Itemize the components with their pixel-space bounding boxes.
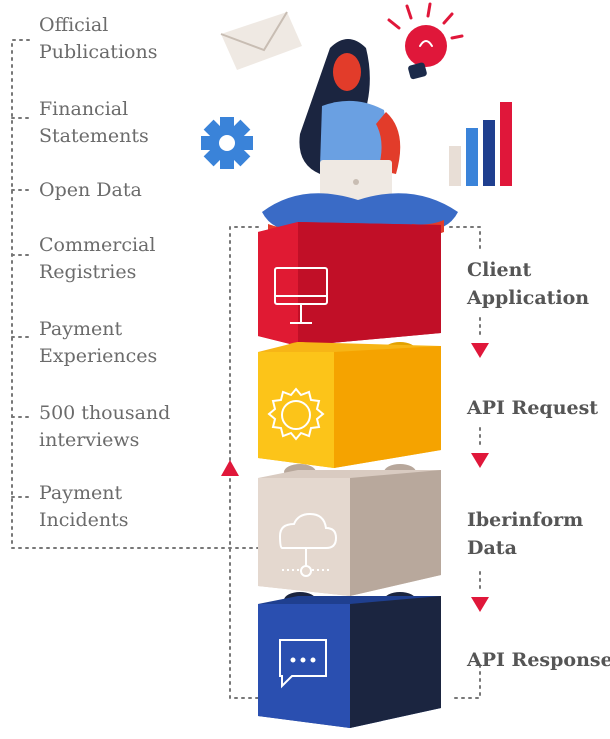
client-application-block: [258, 222, 441, 346]
source-label: Official Publications: [39, 14, 158, 63]
chat-bubble-icon: [279, 639, 327, 689]
gear-outline-icon: [267, 387, 325, 441]
monitor-icon: [274, 267, 328, 324]
woman-with-laptop: [262, 39, 458, 239]
down-arrow-icon: [471, 343, 489, 358]
down-arrow-icon: [471, 453, 489, 468]
source-label: Financial Statements: [39, 98, 149, 147]
step-label: Client Application: [467, 259, 590, 309]
envelope-icon: [220, 11, 302, 70]
source-label: Payment Experiences: [39, 318, 158, 367]
source-label: Payment Incidents: [39, 482, 129, 531]
dotted-connectors: [11, 39, 481, 699]
lightbulb-icon: [387, 2, 464, 80]
cloud-network-icon: [278, 512, 338, 577]
source-label: Open Data: [39, 179, 142, 201]
step-label: Iberinform Data: [467, 509, 584, 559]
api-response-block: [258, 596, 441, 728]
step-label: API Request: [467, 397, 599, 419]
up-arrow-icon: [221, 460, 239, 476]
gear-icon: [201, 117, 253, 169]
iberinform-data-block: [258, 470, 441, 596]
api-request-block: [258, 342, 441, 468]
bar-chart-icon: [449, 102, 512, 186]
step-label: API Response: [467, 649, 610, 671]
down-arrow-icon: [471, 597, 489, 612]
source-label: 500 thousand interviews: [39, 402, 171, 451]
source-label: Commercial Registries: [39, 234, 156, 283]
